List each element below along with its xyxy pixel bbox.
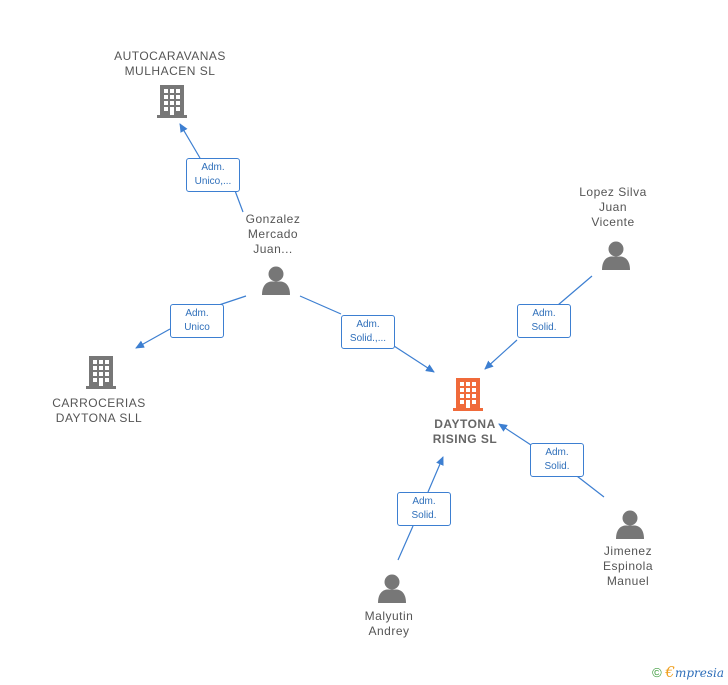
edge-label-line: Solid. bbox=[531, 322, 557, 333]
edge-label-line: Adm. bbox=[201, 162, 225, 173]
brand-name: mpresia bbox=[674, 666, 724, 680]
node-label-malyutin-andrey[interactable]: Malyutin Andrey bbox=[339, 609, 439, 639]
node-label-line: Gonzalez bbox=[245, 212, 301, 226]
node-label-line: RISING SL bbox=[432, 432, 498, 446]
node-label-autocaravanas-mulhacen[interactable]: AUTOCARAVANAS MULHACEN SL bbox=[100, 49, 240, 79]
person-icon[interactable] bbox=[602, 241, 630, 271]
node-label-line: AUTOCARAVANAS bbox=[114, 49, 226, 63]
node-label-line: Juan bbox=[598, 200, 628, 214]
node-label-line: Andrey bbox=[368, 624, 410, 638]
empresia-logo: €mpresia bbox=[665, 663, 724, 681]
edge-label-gonzalez-daytona[interactable]: Adm. Solid.,... bbox=[341, 315, 395, 349]
copyright-icon: © bbox=[652, 665, 662, 680]
node-label-line: Juan... bbox=[253, 242, 293, 256]
node-label-line: Espinola bbox=[602, 559, 654, 573]
footer-brand[interactable]: © €mpresia bbox=[652, 663, 724, 681]
edge-malyutin-daytona bbox=[397, 457, 443, 561]
node-label-line: Jimenez bbox=[603, 544, 653, 558]
building-icon[interactable] bbox=[453, 378, 483, 411]
edge-gonzalez-daytona bbox=[299, 295, 434, 372]
edge-label-line: Solid.,... bbox=[349, 333, 387, 344]
edge-label-line: Adm. bbox=[185, 308, 209, 319]
edge-jimenez-daytona bbox=[499, 424, 605, 498]
node-label-gonzalez-mercado[interactable]: Gonzalez Mercado Juan... bbox=[223, 212, 323, 257]
edge-label-gonzalez-carrocerias[interactable]: Adm. Unico bbox=[170, 304, 224, 338]
edge-label-line: Adm. bbox=[532, 308, 556, 319]
node-label-daytona-rising[interactable]: DAYTONA RISING SL bbox=[410, 417, 520, 447]
edge-label-line: Unico,... bbox=[194, 176, 232, 187]
node-label-jimenez-espinola[interactable]: Jimenez Espinola Manuel bbox=[578, 544, 678, 589]
edge-gonzalez-autocaravanas bbox=[180, 124, 244, 213]
building-icon[interactable] bbox=[157, 85, 187, 118]
person-icon[interactable] bbox=[616, 510, 644, 540]
edge-label-line: Adm. bbox=[356, 319, 380, 330]
person-icon[interactable] bbox=[378, 574, 406, 604]
node-label-line: CARROCERIAS bbox=[52, 396, 146, 410]
node-label-line: Malyutin bbox=[364, 609, 414, 623]
building-icon[interactable] bbox=[86, 356, 116, 389]
node-label-line: DAYTONA SLL bbox=[55, 411, 143, 425]
edge-lopez-daytona bbox=[485, 275, 593, 369]
person-icon[interactable] bbox=[262, 266, 290, 296]
edge-label-gonzalez-autocaravanas[interactable]: Adm. Unico,... bbox=[186, 158, 240, 192]
edge-label-line: Adm. bbox=[545, 447, 569, 458]
edge-label-jimenez-daytona[interactable]: Adm. Solid. bbox=[530, 443, 584, 477]
brand-initial: € bbox=[665, 663, 675, 681]
node-label-lopez-silva[interactable]: Lopez Silva Juan Vicente bbox=[563, 185, 663, 230]
node-label-line: Vicente bbox=[591, 215, 635, 229]
node-label-carrocerias-daytona[interactable]: CARROCERIAS DAYTONA SLL bbox=[34, 396, 164, 426]
node-label-line: Manuel bbox=[606, 574, 650, 588]
edge-label-line: Adm. bbox=[412, 496, 436, 507]
node-label-line: MULHACEN SL bbox=[124, 64, 216, 78]
edge-label-malyutin-daytona[interactable]: Adm. Solid. bbox=[397, 492, 451, 526]
node-label-line: Lopez Silva bbox=[579, 185, 647, 199]
edge-label-line: Solid. bbox=[411, 510, 437, 521]
edge-label-lopez-daytona[interactable]: Adm. Solid. bbox=[517, 304, 571, 338]
node-label-line: DAYTONA bbox=[434, 417, 496, 431]
edge-label-line: Solid. bbox=[544, 461, 570, 472]
node-label-line: Mercado bbox=[247, 227, 299, 241]
edge-label-line: Unico bbox=[184, 322, 210, 333]
